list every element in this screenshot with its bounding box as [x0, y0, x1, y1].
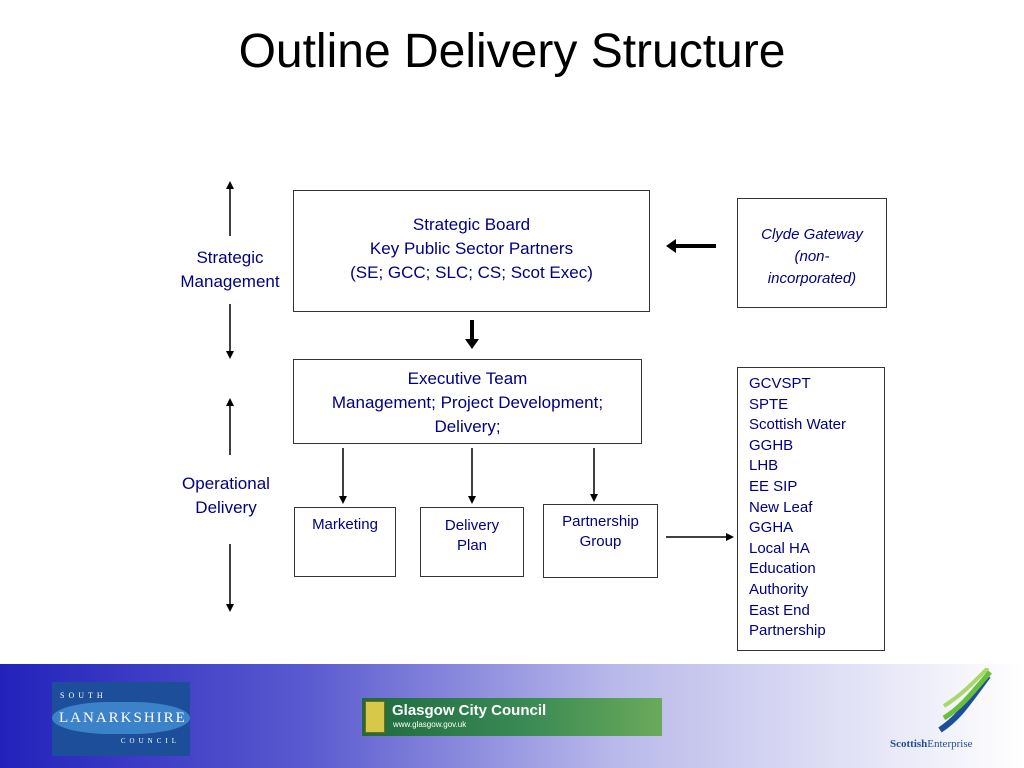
- list-item: SPTE: [749, 395, 789, 413]
- list-item: GCVSPT: [749, 375, 811, 392]
- list-item: Education: [749, 560, 816, 578]
- strategic-management-label: Strategic Management: [180, 248, 280, 291]
- crest-icon: [365, 701, 385, 733]
- clyde-gateway-box: Clyde Gateway (non- incorporated): [737, 198, 887, 308]
- list-item: Authority: [749, 580, 809, 598]
- list-item: Local HA: [749, 539, 810, 557]
- list-item: Scottish Water: [749, 416, 846, 434]
- glasgow-city-council-logo: Glasgow City Council www.glasgow.gov.uk: [362, 698, 662, 736]
- scottish-enterprise-logo: ScottishEnterprise: [888, 668, 1008, 758]
- partnership-group-box: Partnership Group: [543, 504, 658, 578]
- list-item: East End: [749, 601, 810, 619]
- partners-list-box: GCVSPT SPTE Scottish Water GGHB LHB EE S…: [737, 367, 885, 651]
- list-item: GGHB: [749, 436, 794, 454]
- delivery-plan-box: Delivery Plan: [420, 507, 524, 577]
- list-item: GGHA: [749, 519, 794, 537]
- south-lanarkshire-logo: SOUTH LANARKSHIRE COUNCIL: [52, 682, 190, 756]
- list-item: Partnership: [749, 622, 826, 640]
- list-item: EE SIP: [749, 477, 798, 495]
- page-title: Outline Delivery Structure: [238, 25, 786, 78]
- swoosh-icon: [938, 668, 992, 733]
- executive-team-box: Executive Team Management; Project Devel…: [293, 359, 642, 444]
- operational-delivery-label: Operational Delivery: [182, 474, 270, 517]
- logo-wave: [52, 702, 190, 734]
- list-item: LHB: [749, 457, 779, 475]
- strategic-board-box: Strategic Board Key Public Sector Partne…: [293, 190, 650, 312]
- marketing-box: Marketing: [294, 507, 396, 577]
- list-item: New Leaf: [749, 498, 813, 516]
